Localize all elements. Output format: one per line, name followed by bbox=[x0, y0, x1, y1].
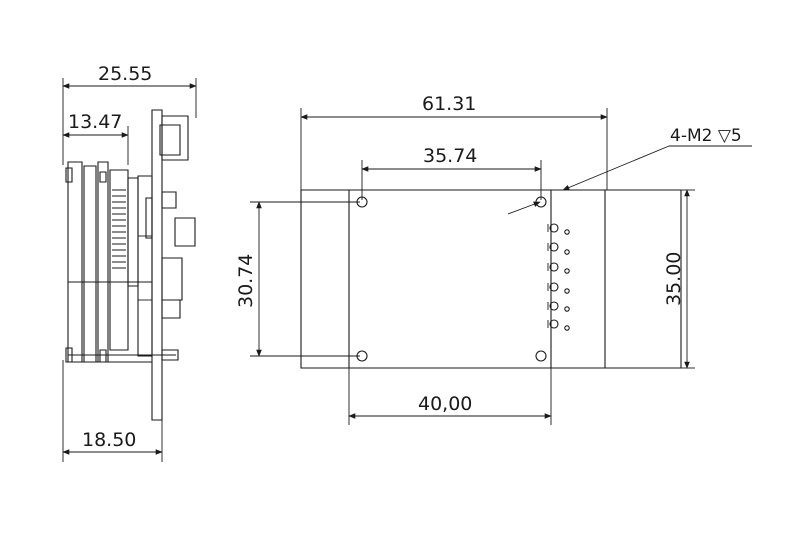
dimension-board-total-width: 61.31 bbox=[300, 93, 608, 190]
dimension-side-bottom-width: 18.50 bbox=[62, 360, 163, 462]
dimension-hole-spacing-bottom: 40,00 bbox=[348, 368, 552, 425]
dimension-hole-spacing-top: 35.74 bbox=[361, 145, 542, 200]
dimension-label-18-50: 18.50 bbox=[82, 429, 136, 451]
dimension-label-25-55: 25.55 bbox=[98, 63, 152, 85]
front-view: 61.31 35.74 4-M2 ▽5 30.74 35 bbox=[235, 93, 752, 425]
side-view-body bbox=[66, 110, 195, 420]
dimension-label-30-74: 30.74 bbox=[235, 254, 257, 308]
dimension-side-total-width: 25.55 bbox=[62, 63, 197, 165]
dimension-label-61-31: 61.31 bbox=[422, 93, 476, 115]
dimension-board-height: 35.00 bbox=[663, 189, 695, 369]
dimension-side-partial-width: 13.47 bbox=[62, 111, 129, 165]
mounting-hole bbox=[536, 351, 546, 361]
mounting-hole-leader: 4-M2 ▽5 bbox=[508, 126, 752, 214]
dimension-hole-spacing-vertical: 30.74 bbox=[235, 201, 360, 357]
led-column bbox=[548, 224, 569, 330]
dimension-label-40-00: 40,00 bbox=[418, 393, 472, 415]
dimension-label-13-47: 13.47 bbox=[68, 111, 122, 133]
board-outline bbox=[301, 190, 681, 368]
dimension-label-35-74: 35.74 bbox=[423, 145, 477, 167]
side-view: 25.55 13.47 bbox=[62, 63, 197, 462]
dimension-label-35-00: 35.00 bbox=[663, 252, 685, 306]
mounting-hole-note: 4-M2 ▽5 bbox=[670, 126, 742, 146]
